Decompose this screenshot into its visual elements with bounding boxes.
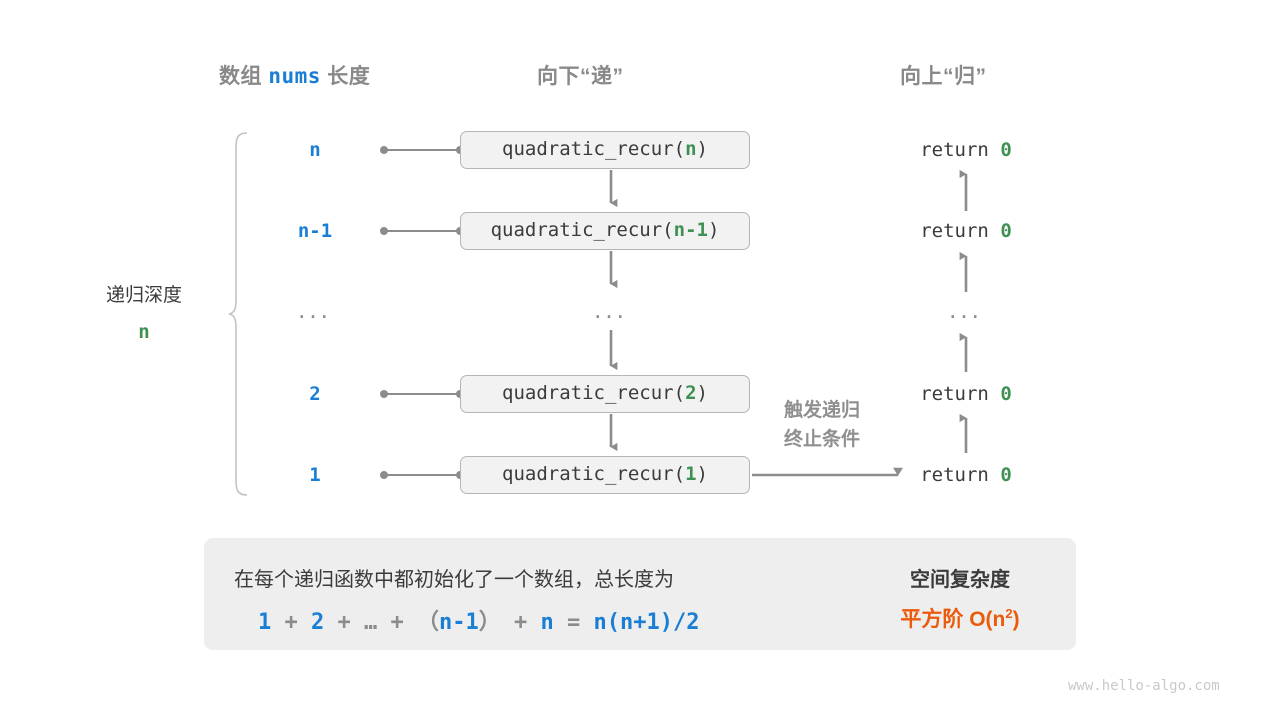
formula-part-3: + <box>324 610 364 635</box>
call-box-prefix-1: quadratic_recur( <box>490 219 674 241</box>
call-box-arg-1: n-1 <box>673 219 708 241</box>
depth-brace <box>228 132 248 496</box>
recursion-depth-title: 递归深度 <box>105 285 182 306</box>
summary-panel <box>204 538 1076 650</box>
formula-part-9: + <box>500 610 541 635</box>
call-box-prefix-0: quadratic_recur( <box>502 138 686 160</box>
formula-part-8: ） <box>478 610 501 635</box>
size-value-row-0: n <box>309 139 321 161</box>
summary-result-value-suffix: ) <box>1012 608 1020 631</box>
call-box-suffix-4: ) <box>696 463 708 485</box>
call-box-arg-0: n <box>685 138 697 160</box>
return-row-2-ellipsis: ... <box>949 294 983 324</box>
return-text-3: return <box>920 383 1001 405</box>
return-row-3: return 0 <box>886 383 1046 405</box>
formula-part-6: （ <box>417 610 440 635</box>
summary-result-value: 平方阶 O(n2) <box>845 603 1075 633</box>
call-box-row-0[interactable]: quadratic_recur(n) <box>460 131 750 169</box>
formula-part-11: = <box>553 610 594 635</box>
formula-part-5: + <box>377 610 417 635</box>
summary-result-value-exponent: 2 <box>1005 606 1013 621</box>
return-value-3: 0 <box>1000 383 1012 405</box>
summary-text: 在每个递归函数中都初始化了一个数组，总长度为 <box>234 569 674 591</box>
call-box-row-3[interactable]: quadratic_recur(2) <box>460 375 750 413</box>
call-box-row-1[interactable]: quadratic_recur(n-1) <box>460 212 750 250</box>
formula-part-1: + <box>271 610 311 635</box>
size-value-row-3: 2 <box>309 383 321 405</box>
watermark: www.hello-algo.com <box>1068 678 1220 694</box>
call-box-suffix-3: ) <box>696 382 708 404</box>
header-descend: 向下“递” <box>537 65 624 88</box>
return-row-4: return 0 <box>886 464 1046 486</box>
recursion-depth-label: 递归深度 n <box>88 278 200 350</box>
return-text-1: return <box>920 220 1001 242</box>
return-text-0: return <box>920 139 1001 161</box>
formula-part-12: n(n+1)/2 <box>593 610 700 635</box>
summary-result-title: 空间复杂度 <box>910 569 1010 591</box>
call-box-arg-4: 1 <box>685 463 697 485</box>
summary-formula: 1 + 2 + … + （n-1） + n = n(n+1)/2 <box>258 604 700 636</box>
summary-result-value-prefix: 平方阶 O(n <box>900 608 1006 631</box>
size-value-row-2: ... <box>298 294 332 324</box>
return-value-0: 0 <box>1000 139 1012 161</box>
formula-part-10: n <box>540 610 554 635</box>
termination-note: 触发递归 终止条件 <box>752 396 892 455</box>
return-row-0: return 0 <box>886 139 1046 161</box>
size-value-row-4: 1 <box>309 464 321 486</box>
call-box-row-2-ellipsis: ... <box>594 294 628 324</box>
call-box-arg-3: 2 <box>685 382 697 404</box>
call-box-suffix-0: ) <box>696 138 708 160</box>
header-array-length: 数组 nums 长度 <box>219 60 370 90</box>
termination-note-line1: 触发递归 <box>783 400 860 421</box>
header-array-pre: 数组 <box>219 65 269 88</box>
size-connectors <box>380 146 464 479</box>
header-array-post: 长度 <box>320 65 371 88</box>
return-value-1: 0 <box>1000 220 1012 242</box>
call-box-prefix-3: quadratic_recur( <box>502 382 686 404</box>
formula-part-4: … <box>364 610 378 635</box>
call-box-prefix-4: quadratic_recur( <box>502 463 686 485</box>
size-value-row-1: n-1 <box>297 220 333 242</box>
formula-part-0: 1 <box>258 610 272 635</box>
header-ascend: 向上“归” <box>900 65 987 88</box>
return-text-4: return <box>920 464 1001 486</box>
header-array-code: nums <box>268 64 321 88</box>
formula-part-7: n-1 <box>439 610 479 635</box>
call-box-suffix-1: ) <box>707 219 720 241</box>
return-row-1: return 0 <box>886 220 1046 242</box>
recursion-depth-value: n <box>138 321 150 344</box>
call-box-row-4[interactable]: quadratic_recur(1) <box>460 456 750 494</box>
formula-part-2: 2 <box>311 610 325 635</box>
termination-note-line2: 终止条件 <box>783 429 860 451</box>
return-value-4: 0 <box>1000 464 1012 486</box>
